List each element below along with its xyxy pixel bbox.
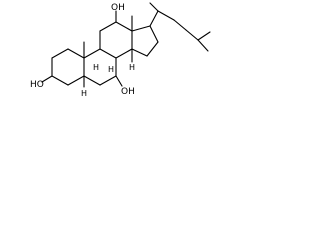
c3-oh-bond (41, 75, 53, 83)
steroid-structure-diagram: HO OH OH H H H H (30, 2, 211, 98)
oh-label-c3: HO (30, 80, 44, 90)
ring-c (99, 21, 133, 59)
h-label-c5: H (81, 89, 87, 98)
molecule-canvas: HO OH OH H H H H (0, 0, 227, 121)
h-label-c8: H (108, 65, 114, 74)
side-chain (149, 2, 211, 52)
oh-label-c12: OH (111, 3, 125, 13)
ring-b (83, 48, 117, 86)
h-label-c14: H (129, 63, 135, 72)
ring-d (131, 25, 159, 57)
h-label-c9: H (93, 63, 99, 72)
ring-a (51, 48, 85, 86)
c7-oh-bond (115, 75, 123, 87)
oh-label-c7: OH (121, 87, 135, 97)
